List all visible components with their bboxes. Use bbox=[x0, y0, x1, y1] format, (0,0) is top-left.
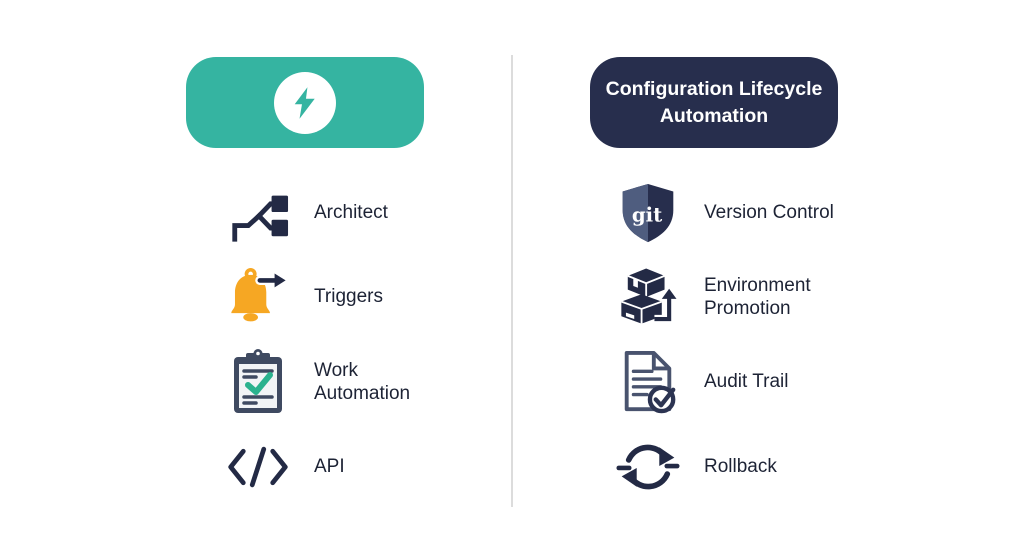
document-check-icon bbox=[612, 346, 684, 418]
flowchart-icon bbox=[222, 177, 294, 249]
column-divider bbox=[511, 55, 513, 507]
list-item-label: Triggers bbox=[314, 286, 383, 308]
right-header-label: Configuration Lifecycle Automation bbox=[605, 78, 823, 127]
list-item-label: Rollback bbox=[704, 456, 777, 478]
list-item-label: Audit Trail bbox=[704, 371, 789, 393]
list-item-environment-promotion: Environment Promotion bbox=[612, 257, 836, 337]
list-item-audit-trail: Audit Trail bbox=[612, 342, 788, 422]
list-item-triggers: Triggers bbox=[222, 257, 383, 337]
list-item-version-control: git Version Control bbox=[612, 173, 834, 253]
stacked-boxes-arrow-icon bbox=[612, 261, 684, 333]
clipboard-check-icon bbox=[222, 346, 294, 418]
code-brackets-icon bbox=[222, 431, 294, 503]
list-item-label: Version Control bbox=[704, 202, 834, 224]
git-shield-text: git bbox=[632, 203, 662, 226]
list-item-label: Environment Promotion bbox=[704, 274, 811, 319]
sync-arrows-icon bbox=[612, 431, 684, 503]
list-item-architect: Architect bbox=[222, 173, 388, 253]
list-item-label: Architect bbox=[314, 202, 388, 224]
git-shield-icon: git bbox=[612, 177, 684, 249]
list-item-rollback: Rollback bbox=[612, 427, 777, 507]
left-header-badge bbox=[186, 57, 424, 148]
list-item-label: API bbox=[314, 456, 345, 478]
lightning-bolt-icon bbox=[274, 71, 336, 134]
bell-arrow-icon bbox=[222, 261, 294, 333]
list-item-api: API bbox=[222, 427, 345, 507]
right-header-badge: Configuration Lifecycle Automation bbox=[590, 57, 838, 148]
list-item-label: Work Automation bbox=[314, 359, 411, 404]
list-item-work-automation: Work Automation bbox=[222, 342, 446, 422]
